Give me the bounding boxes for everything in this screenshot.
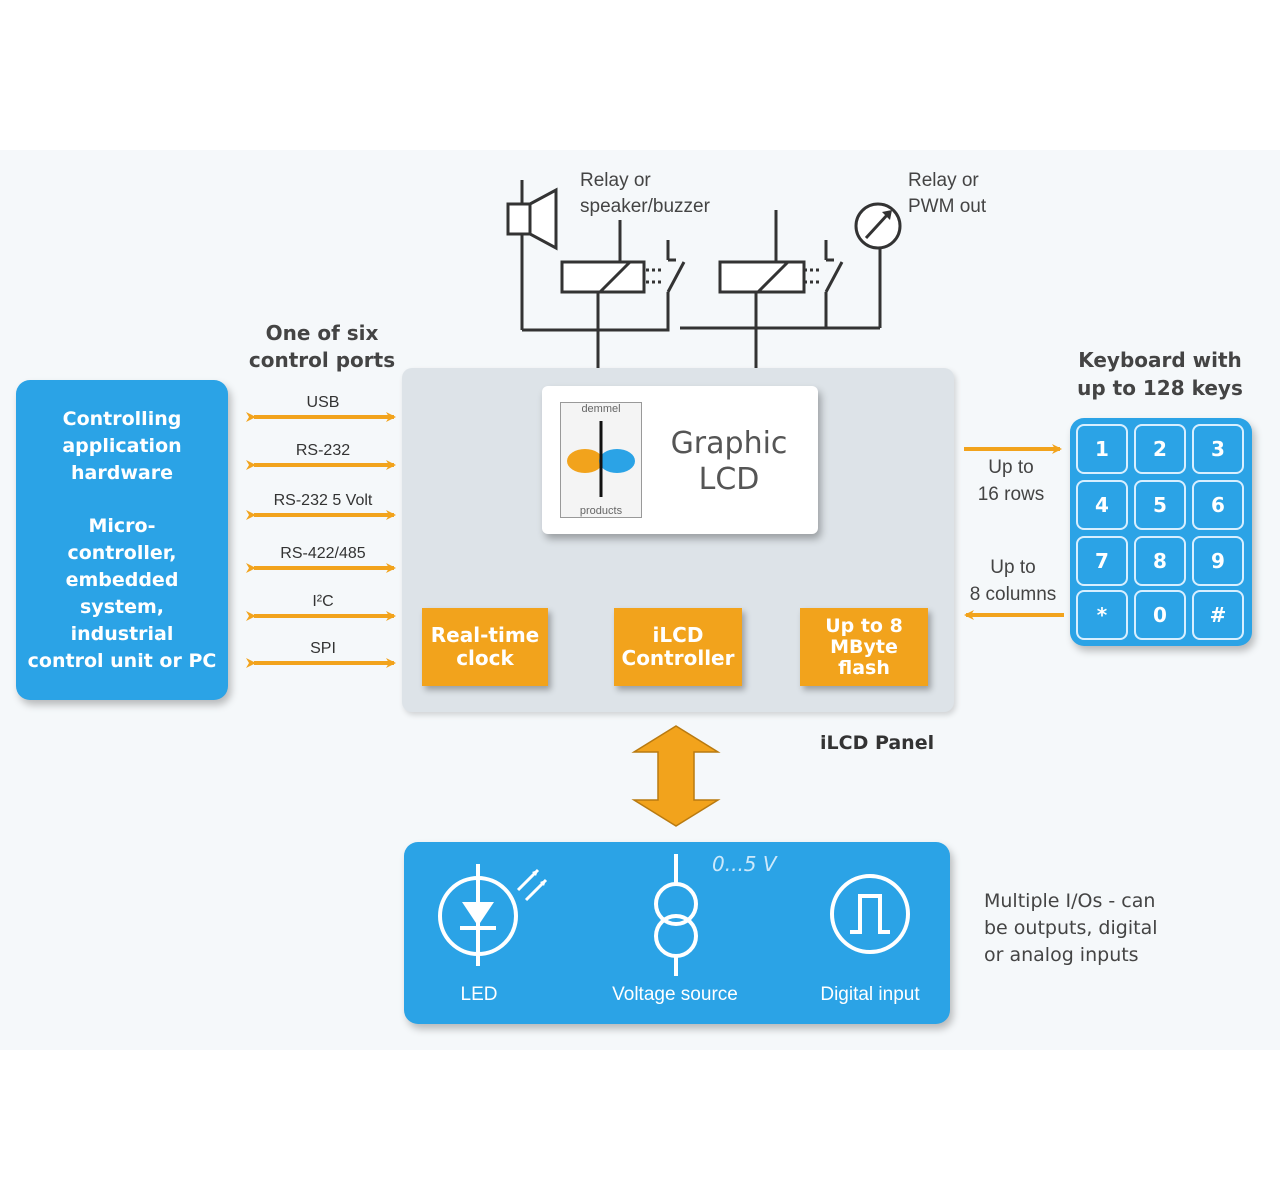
host-desc-line3: embedded bbox=[65, 569, 179, 591]
port-spi-label: SPI bbox=[310, 640, 336, 657]
io-bus-arrow-icon bbox=[631, 725, 721, 827]
voltage-source-icon bbox=[654, 854, 698, 976]
rtc-line1: Real-time bbox=[430, 623, 540, 647]
keyboard-heading-line2: up to 128 keys bbox=[1077, 376, 1243, 400]
controller-line1: iLCD bbox=[652, 623, 704, 647]
ports-heading-line2: control ports bbox=[248, 348, 396, 372]
host-hardware-box: Controlling application hardware Micro- … bbox=[16, 380, 228, 700]
host-title-line2: application bbox=[62, 435, 182, 457]
graphic-lcd-line1: Graphic bbox=[670, 426, 788, 461]
led-label: LED bbox=[460, 984, 498, 1005]
relay-left-icon bbox=[560, 220, 686, 370]
port-usb-label: USB bbox=[306, 394, 340, 411]
pwm-meter-icon bbox=[854, 202, 902, 328]
rows-line1: Up to bbox=[988, 457, 1034, 478]
relay-left-label: Relay or speaker/buzzer bbox=[580, 168, 750, 220]
host-desc-line2: controller, bbox=[67, 542, 177, 564]
demmel-logo: demmel products bbox=[560, 402, 642, 518]
graphic-lcd-card: demmel products Graphic LCD bbox=[542, 386, 818, 534]
speaker-icon bbox=[506, 180, 558, 330]
logo-mark-icon bbox=[567, 421, 635, 497]
relay-bus-wires bbox=[522, 312, 880, 332]
voltage-range-label: 0...5 V bbox=[712, 852, 777, 876]
cols-line1: Up to bbox=[990, 557, 1036, 578]
keyboard-heading-line1: Keyboard with bbox=[1078, 348, 1242, 372]
digital-input-label: Digital input bbox=[820, 984, 920, 1005]
digital-input-icon bbox=[830, 874, 910, 954]
port-rs232-label: RS-232 bbox=[295, 442, 351, 459]
io-desc-line2: be outputs, digital bbox=[984, 917, 1158, 939]
keyboard-heading: Keyboard with up to 128 keys bbox=[1070, 346, 1250, 402]
key-4[interactable]: 4 bbox=[1076, 480, 1128, 530]
port-rs422-label: RS-422/485 bbox=[280, 545, 366, 562]
rows-line2: 16 rows bbox=[977, 484, 1045, 505]
keypad: 1 2 3 4 5 6 7 8 9 * 0 # bbox=[1070, 418, 1252, 646]
key-6[interactable]: 6 bbox=[1192, 480, 1244, 530]
keyboard-rows-label: Up to 16 rows bbox=[956, 454, 1066, 508]
voltage-source-label: Voltage source bbox=[612, 984, 738, 1005]
relay-right-label-line1: Relay or bbox=[908, 170, 979, 191]
host-desc-line4: system, bbox=[80, 596, 164, 618]
io-box: LED 0...5 V Voltage source Digital input bbox=[404, 842, 950, 1024]
relay-right-icon bbox=[718, 210, 844, 370]
cols-line2: 8 columns bbox=[969, 584, 1057, 605]
host-desc-line1: Micro- bbox=[88, 515, 156, 537]
keyboard-arrows bbox=[964, 444, 1064, 620]
ports-heading-line1: One of six bbox=[265, 321, 379, 345]
flash-line3: flash bbox=[838, 656, 890, 679]
port-rs232-5v-label: RS-232 5 Volt bbox=[273, 492, 373, 509]
graphic-lcd-line2: LCD bbox=[698, 462, 760, 497]
key-star[interactable]: * bbox=[1076, 590, 1128, 640]
key-2[interactable]: 2 bbox=[1134, 424, 1186, 474]
io-description: Multiple I/Os - can be outputs, digital … bbox=[984, 888, 1224, 969]
host-desc-line5: industrial bbox=[70, 623, 174, 645]
logo-top-text: demmel bbox=[581, 403, 621, 415]
logo-bottom-text: products bbox=[579, 505, 623, 517]
keyboard-cols-label: Up to 8 columns bbox=[956, 554, 1070, 608]
key-1[interactable]: 1 bbox=[1076, 424, 1128, 474]
relay-left-label-line2: speaker/buzzer bbox=[580, 196, 710, 217]
key-5[interactable]: 5 bbox=[1134, 480, 1186, 530]
relay-left-label-line1: Relay or bbox=[580, 170, 651, 191]
key-7[interactable]: 7 bbox=[1076, 536, 1128, 586]
flash-box: Up to 8 MByte flash bbox=[800, 608, 928, 686]
key-hash[interactable]: # bbox=[1192, 590, 1244, 640]
ilcd-panel-label: iLCD Panel bbox=[820, 732, 935, 754]
key-3[interactable]: 3 bbox=[1192, 424, 1244, 474]
port-i2c-label: I²C bbox=[312, 593, 334, 610]
ilcd-controller-box: iLCD Controller bbox=[614, 608, 742, 686]
relay-right-label-line2: PWM out bbox=[908, 196, 987, 217]
key-9[interactable]: 9 bbox=[1192, 536, 1244, 586]
graphic-lcd-title: Graphic LCD bbox=[654, 426, 804, 498]
io-desc-line3: or analog inputs bbox=[984, 944, 1139, 966]
host-desc-line6: control unit or PC bbox=[27, 650, 217, 672]
key-8[interactable]: 8 bbox=[1134, 536, 1186, 586]
rtc-line2: clock bbox=[456, 646, 514, 670]
flash-line2: MByte bbox=[830, 635, 898, 658]
port-arrows bbox=[246, 412, 396, 668]
io-desc-line1: Multiple I/Os - can bbox=[984, 890, 1156, 912]
key-0[interactable]: 0 bbox=[1134, 590, 1186, 640]
host-title-line3: hardware bbox=[71, 462, 173, 484]
controller-line2: Controller bbox=[621, 646, 735, 670]
rtc-box: Real-time clock bbox=[422, 608, 548, 686]
host-title-line1: Controlling bbox=[62, 408, 182, 430]
led-icon bbox=[438, 864, 548, 966]
flash-line1: Up to 8 bbox=[825, 614, 903, 637]
ports-heading: One of six control ports bbox=[232, 320, 412, 374]
relay-right-label: Relay or PWM out bbox=[908, 168, 1028, 220]
